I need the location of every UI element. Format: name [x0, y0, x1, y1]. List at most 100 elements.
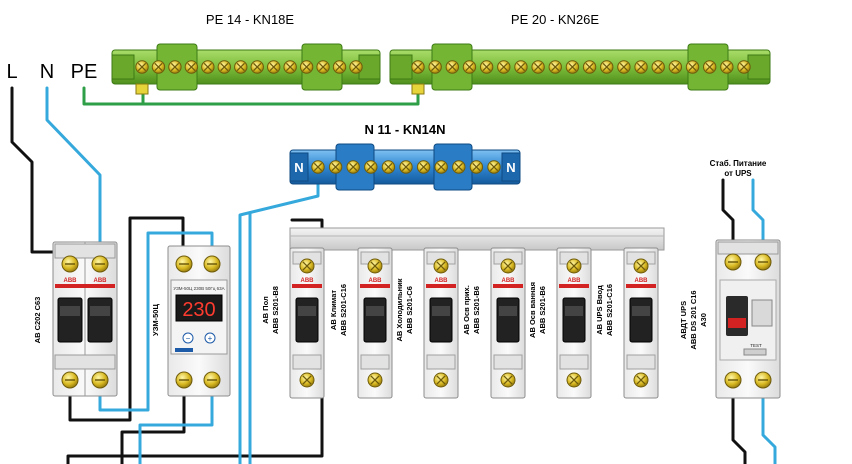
busbar-screw [685, 60, 700, 74]
breaker-toggle[interactable] [496, 297, 520, 343]
busbar-screw [600, 60, 614, 74]
uzm-label: УЗМ-50Ц [151, 304, 160, 336]
breaker-brand: ABB [635, 278, 649, 284]
busbar-screw [720, 60, 734, 74]
breaker-5-label-1: АВ Осв ванная [528, 282, 537, 338]
busbar-screw [283, 60, 297, 74]
busbar-screw [469, 160, 484, 174]
busbar-screw [316, 60, 330, 74]
avdt-test-label: TEST [750, 343, 762, 348]
busbar-screw [487, 160, 501, 174]
wires [10, 86, 777, 464]
pe20-bar-title: PE 20 - KN26E [511, 12, 599, 27]
busbar-screw [548, 60, 562, 74]
breaker-top-screw [299, 258, 315, 274]
avdt-test-button[interactable] [743, 348, 767, 356]
pe14-bar-title: PE 14 - KN18E [206, 12, 294, 27]
wire-N-input [45, 86, 102, 254]
breaker-bottom-screw [367, 372, 383, 388]
breaker-4[interactable]: ABB [490, 247, 526, 399]
busbar-screw [299, 60, 314, 74]
breaker-4-label-2: ABB S201-B6 [472, 286, 481, 334]
label-N: N [40, 61, 54, 83]
label-PE: PE [71, 61, 98, 83]
breaker-top-screw [566, 258, 582, 274]
breaker-toggle[interactable] [295, 297, 319, 343]
busbar-screw [617, 60, 631, 74]
wire-ups-L [721, 178, 735, 257]
breaker-toggle[interactable] [629, 297, 653, 343]
avdt-label-2: ABB DS 201 C16 [689, 290, 698, 349]
uzm-50c-relay[interactable]: УЗМ-50Ц 230В 50Гц 63А 230 − + [167, 245, 231, 397]
busbar-screw [332, 60, 347, 74]
busbar-screw [250, 60, 264, 74]
busbar-screw [311, 160, 325, 174]
uzm-button-plus[interactable] [204, 332, 216, 344]
breaker-6-label-2: ABB S201-C16 [605, 284, 614, 336]
busbar-screw [349, 60, 363, 74]
uzm-button-minus[interactable] [182, 332, 194, 344]
uzm-display-value: 230 [182, 299, 215, 321]
wire-ups-N [751, 178, 765, 257]
busbar-screw [201, 60, 215, 74]
breaker-3-label-2: ABB S201-C6 [405, 286, 414, 334]
busbar-screw [399, 160, 413, 174]
busbar-screw [428, 60, 442, 74]
n-bar-letter-left: N [294, 160, 303, 175]
breaker-5[interactable]: ABB [556, 247, 592, 399]
avdt-label-3: A30 [699, 313, 708, 327]
busbar-screw [217, 60, 232, 74]
breaker-top-screw [433, 258, 449, 274]
n11-busbar: N N [289, 143, 521, 191]
main-breaker-brand: ABB [64, 278, 78, 284]
breaker-3[interactable]: ABB [423, 247, 459, 399]
uzm-model-text: УЗМ-50Ц 230В 50Гц 63А [173, 286, 224, 291]
busbar-screw [346, 160, 360, 174]
breaker-1[interactable]: ABB [289, 247, 325, 399]
avdt-label-1: АВДТ UPS [679, 301, 688, 339]
busbar-screw [445, 60, 460, 74]
breaker-bottom-screw [566, 372, 582, 388]
breaker-6-label-1: АВ UPS Ввод [595, 285, 604, 335]
wire-N-breaker-uzm [98, 231, 214, 412]
wire-L-input [10, 86, 70, 254]
busbar-screw [702, 60, 717, 74]
breaker-2[interactable]: ABB [357, 247, 393, 399]
busbar-screw [328, 160, 343, 174]
uzm-display [175, 294, 223, 322]
breaker-bottom-screw [433, 372, 449, 388]
main-breaker-c202[interactable]: ABB ABB [52, 241, 118, 397]
breaker-toggle[interactable] [363, 297, 387, 343]
wire-N-bus [238, 180, 320, 464]
wire-L-main-rail [66, 218, 324, 464]
breaker-6[interactable]: ABB [623, 247, 659, 399]
busbar-screw [462, 60, 477, 74]
breaker-1-label-2: ABB S201-B8 [271, 286, 280, 334]
n11-bar-title: N 11 - KN14N [365, 122, 446, 137]
busbar-screw [668, 60, 683, 74]
label-L: L [6, 61, 17, 83]
busbar-screw [531, 60, 545, 74]
busbar-screw [381, 160, 396, 174]
busbar-screw [565, 60, 580, 74]
breaker-2-label-1: АВ Климат [329, 290, 338, 330]
avdt-ups-rcbo[interactable]: TEST [715, 239, 781, 399]
busbar-screw [452, 160, 466, 174]
breaker-3-label-1: АВ Холодильник [395, 278, 404, 341]
ups-source-label-1: Стаб. Питание [710, 159, 767, 168]
breaker-toggle[interactable] [562, 297, 586, 343]
breaker-brand: ABB [502, 278, 516, 284]
breaker-brand: ABB [435, 278, 449, 284]
main-breaker-label: АВ С202 С63 [33, 297, 42, 344]
busbar-screw [634, 60, 648, 74]
wire-L-uzm-rail [120, 383, 186, 464]
busbar-screw [582, 60, 597, 74]
busbar-screw [234, 60, 248, 74]
uzm-minus-glyph: − [186, 334, 191, 343]
breaker-toggle[interactable] [429, 297, 453, 343]
breaker-top-screw [367, 258, 383, 274]
busbar-screw [184, 60, 199, 74]
breaker-bottom-screw [299, 372, 315, 388]
